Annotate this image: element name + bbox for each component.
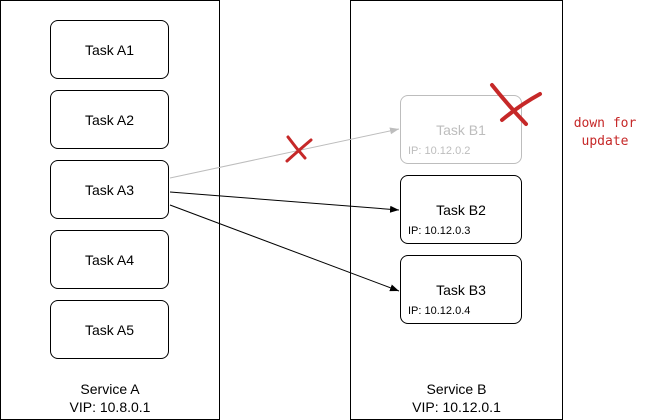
service-a-vip: VIP: 10.8.0.1 (69, 399, 151, 415)
down-for-update-note: down for update (565, 115, 645, 151)
task-b3-ip: IP: 10.12.0.4 (408, 305, 471, 317)
task-a3-box: Task A3 (50, 160, 169, 219)
arrow-a3-to-b1-blocked (169, 127, 400, 179)
arrow-a3-to-b2 (169, 191, 400, 213)
task-b2-ip: IP: 10.12.0.3 (408, 225, 471, 237)
service-a-caption: Service A VIP: 10.8.0.1 (0, 380, 220, 416)
note-line-2: update (581, 134, 629, 149)
service-a-name: Service A (80, 381, 140, 397)
task-a4-label: Task A4 (84, 251, 135, 268)
task-a2-box: Task A2 (50, 90, 169, 149)
task-a5-box: Task A5 (50, 300, 169, 359)
service-b-caption: Service B VIP: 10.12.0.1 (350, 380, 563, 416)
task-b3-label: Task B3 (436, 282, 486, 298)
service-b-vip: VIP: 10.12.0.1 (412, 399, 501, 415)
task-b1-box: Task B1 IP: 10.12.0.2 (400, 95, 522, 164)
task-a2-label: Task A2 (84, 111, 135, 128)
task-a1-box: Task A1 (50, 20, 169, 79)
task-b3-box: Task B3 IP: 10.12.0.4 (400, 255, 522, 324)
task-a3-label: Task A3 (84, 181, 135, 198)
task-b2-label: Task B2 (436, 202, 486, 218)
service-b-name: Service B (426, 381, 487, 397)
note-line-1: down for (573, 116, 637, 131)
task-a5-label: Task A5 (84, 321, 135, 338)
arrow-a3-to-b3 (169, 204, 400, 292)
task-b1-label: Task B1 (436, 122, 486, 138)
task-down-x-icon (490, 83, 542, 126)
task-b1-ip: IP: 10.12.0.2 (408, 145, 471, 157)
task-a4-box: Task A4 (50, 230, 169, 289)
task-b2-box: Task B2 IP: 10.12.0.3 (400, 175, 522, 244)
blocked-route-x-icon (285, 135, 313, 163)
task-a1-label: Task A1 (84, 41, 135, 58)
